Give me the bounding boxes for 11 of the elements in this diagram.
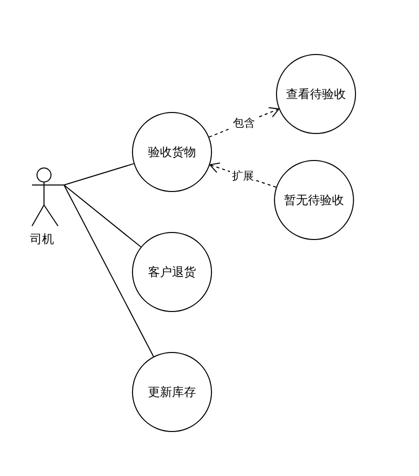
- use-case-ellipse: 客户退货: [132, 232, 212, 312]
- actor-name: 司机: [30, 231, 54, 248]
- use-case-ellipse: 查看待验收: [276, 54, 356, 134]
- use-case-ellipse: 暂无待验收: [274, 160, 354, 240]
- association-line: [64, 163, 134, 186]
- use-case-ellipse: 验收货物: [132, 112, 212, 192]
- edge-label: 扩展: [230, 168, 256, 184]
- association-line: [64, 184, 154, 358]
- edge-label: 包含: [231, 116, 257, 130]
- use-case-ellipse: 更新库存: [132, 352, 212, 432]
- association-line: [64, 184, 142, 248]
